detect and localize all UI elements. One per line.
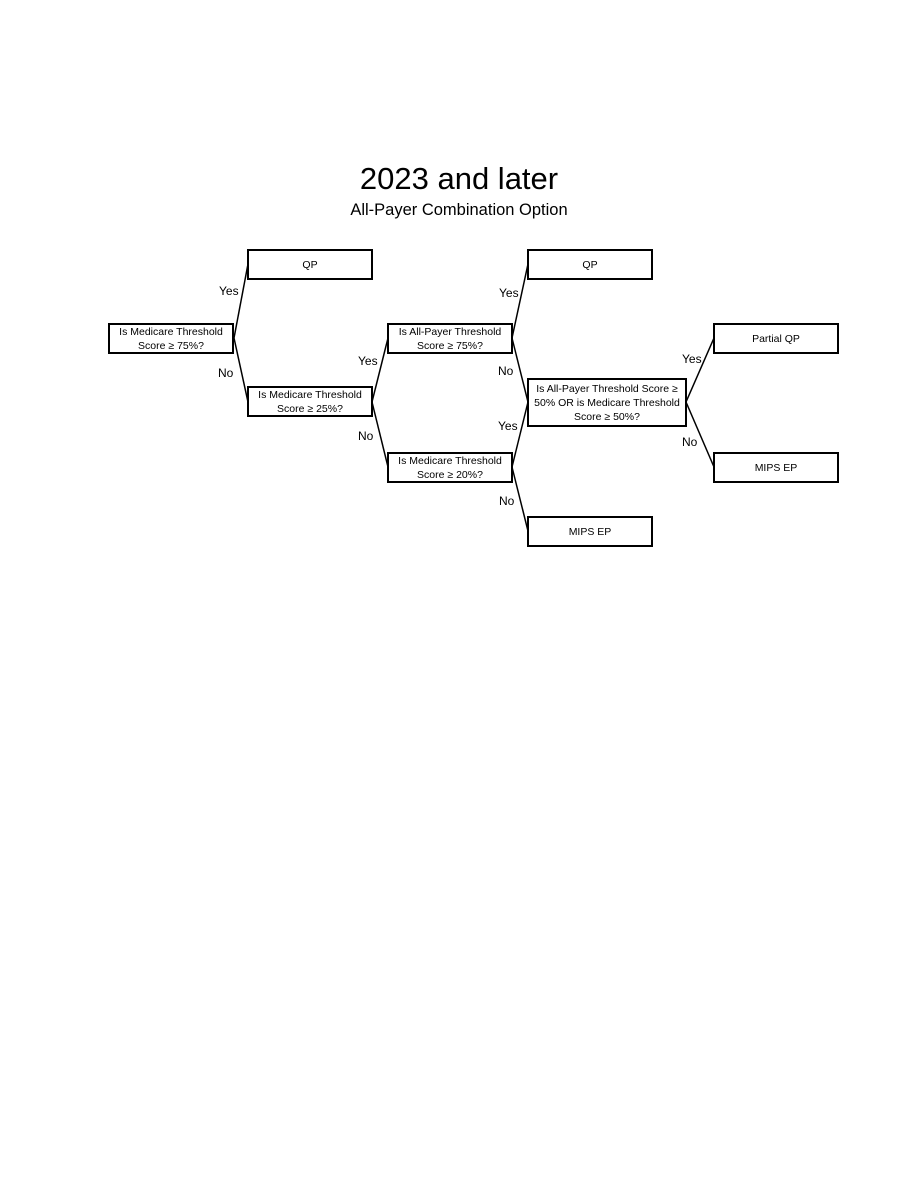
edge-label-no: No [358, 429, 374, 443]
edge-label-no: No [498, 364, 514, 378]
connector-n5-yes [511, 401, 529, 468]
decision-medicare-75: Is Medicare Threshold Score ≥ 75%? [108, 323, 234, 354]
connector-n3-yes [371, 337, 389, 403]
diagram-title: 2023 and later [359, 161, 559, 196]
outcome-mips-ep-2: MIPS EP [713, 452, 839, 483]
outcome-mips-ep-1: MIPS EP [527, 516, 653, 547]
decision-medicare-20: Is Medicare Threshold Score ≥ 20%? [387, 452, 513, 483]
decision-all-payer-50-or-medicare-50: Is All-Payer Threshold Score ≥ 50% OR is… [527, 378, 687, 427]
edge-label-yes: Yes [498, 419, 518, 433]
connector-n7-yes [685, 337, 715, 403]
connector-n5-no [511, 466, 529, 532]
connector-n1-no [233, 337, 249, 403]
outcome-partial-qp: Partial QP [713, 323, 839, 354]
edge-label-no: No [218, 366, 234, 380]
edge-label-yes: Yes [358, 354, 378, 368]
edge-label-yes: Yes [219, 284, 239, 298]
edge-label-yes: Yes [499, 286, 519, 300]
connector-n7-no [685, 401, 715, 468]
outcome-qp-1: QP [247, 249, 373, 280]
edge-label-no: No [682, 435, 698, 449]
edge-label-yes: Yes [682, 352, 702, 366]
diagram-subtitle: All-Payer Combination Option [350, 201, 568, 219]
edge-label-no: No [499, 494, 515, 508]
connector-n3-no [371, 401, 389, 468]
outcome-qp-2: QP [527, 249, 653, 280]
decision-medicare-25: Is Medicare Threshold Score ≥ 25%? [247, 386, 373, 417]
connector-n1-yes [233, 263, 249, 339]
decision-all-payer-75: Is All-Payer Threshold Score ≥ 75%? [387, 323, 513, 354]
connector-n4-yes [511, 263, 529, 339]
connector-n4-no [511, 337, 529, 403]
